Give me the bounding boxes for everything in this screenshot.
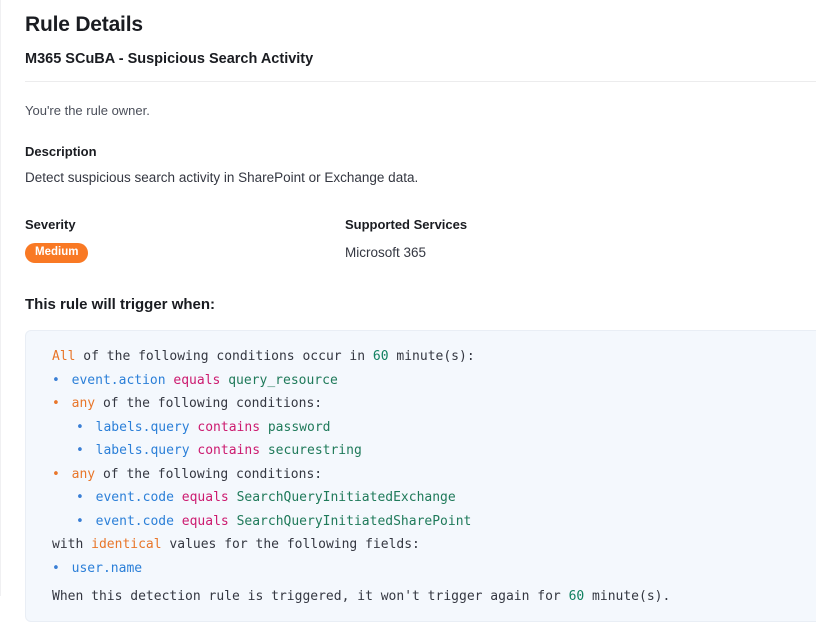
condition-operator: equals — [173, 372, 221, 388]
static-text — [229, 514, 237, 529]
condition-value: SearchQueryInitiatedSharePoint — [236, 513, 472, 529]
bullet-icon: • — [76, 513, 92, 529]
condition-field: event.code — [95, 513, 174, 529]
static-text: of the following conditions occur in — [75, 349, 373, 364]
condition-operator: equals — [181, 490, 229, 505]
static-text: of the following conditions: — [95, 396, 323, 411]
condition-operator: equals — [181, 513, 229, 529]
condition-operator: contains — [197, 419, 261, 435]
bullet-icon: • — [52, 560, 68, 576]
condition-field: user.name — [71, 560, 143, 576]
static-text — [260, 420, 268, 435]
bullet-icon: • — [76, 419, 92, 435]
condition-field: event.action — [71, 372, 166, 388]
description-label: Description — [25, 144, 97, 159]
static-text: values for the following fields: — [161, 537, 420, 552]
static-text: minute(s). — [584, 589, 671, 604]
rule-logic-condition-line: • any of the following conditions: — [26, 463, 816, 487]
supported-services-value: Microsoft 365 — [345, 245, 427, 260]
logic-operator: All — [52, 349, 76, 364]
static-text: with — [52, 537, 92, 552]
logic-operator: any — [71, 466, 96, 482]
rule-logic-condition-line: • labels.query contains password — [26, 416, 816, 440]
logic-operator: any — [71, 396, 96, 411]
rule-logic-code-block: All of the following conditions occur in… — [25, 330, 816, 622]
rule-logic-condition-line: • event.action equals query_resource — [26, 369, 816, 393]
static-text: minute(s): — [388, 349, 475, 364]
condition-value: password — [267, 419, 331, 435]
static-text — [260, 443, 268, 458]
bullet-icon: • — [52, 396, 68, 411]
header-divider — [25, 81, 816, 82]
description-text: Detect suspicious search activity in Sha… — [25, 170, 419, 185]
severity-label: Severity — [25, 217, 76, 232]
condition-field: event.code — [95, 490, 174, 505]
condition-field: labels.query — [95, 443, 190, 458]
static-text: of the following conditions: — [95, 466, 323, 482]
condition-value: SearchQueryInitiatedExchange — [236, 490, 456, 505]
rule-name: M365 SCuBA - Suspicious Search Activity — [25, 51, 314, 67]
logic-operator: identical — [91, 537, 162, 552]
rule-logic-condition-line: • any of the following conditions: — [26, 392, 816, 416]
static-text — [174, 490, 182, 505]
static-text: When this detection rule is triggered, i… — [52, 589, 569, 604]
meta-row: Severity Medium Supported Services Micro… — [25, 215, 816, 263]
status-badge: Medium — [25, 243, 89, 263]
condition-value: securestring — [267, 443, 362, 458]
suppression-window-value: 60 — [568, 589, 585, 604]
rule-logic-field-line: • user.name — [26, 557, 816, 581]
static-text — [174, 514, 182, 529]
bullet-icon: • — [52, 466, 68, 482]
condition-operator: contains — [197, 443, 261, 458]
description-section: Description Detect suspicious search act… — [25, 142, 816, 188]
trigger-heading: This rule will trigger when: — [25, 296, 216, 313]
supported-services-label: Supported Services — [345, 217, 468, 232]
condition-value: query_resource — [228, 372, 338, 388]
static-text — [229, 490, 237, 505]
bullet-icon: • — [52, 372, 68, 388]
time-window-value: 60 — [372, 349, 389, 364]
condition-field: labels.query — [95, 419, 190, 435]
rule-logic-condition-line: • labels.query contains securestring — [26, 439, 816, 463]
bullet-icon: • — [76, 490, 92, 505]
owner-note: You're the rule owner. — [25, 103, 150, 118]
rule-logic-line-root: All of the following conditions occur in… — [26, 345, 816, 369]
rule-logic-condition-line: • event.code equals SearchQueryInitiated… — [26, 486, 816, 510]
rule-logic-line-identical: with identical values for the following … — [26, 533, 816, 557]
rule-logic-line-suppression: When this detection rule is triggered, i… — [26, 580, 816, 609]
supported-services-section: Supported Services Microsoft 365 — [345, 215, 685, 263]
severity-section: Severity Medium — [25, 215, 345, 263]
rule-logic-condition-line: • event.code equals SearchQueryInitiated… — [26, 510, 816, 534]
page-title: Rule Details — [25, 13, 143, 36]
bullet-icon: • — [76, 443, 92, 458]
